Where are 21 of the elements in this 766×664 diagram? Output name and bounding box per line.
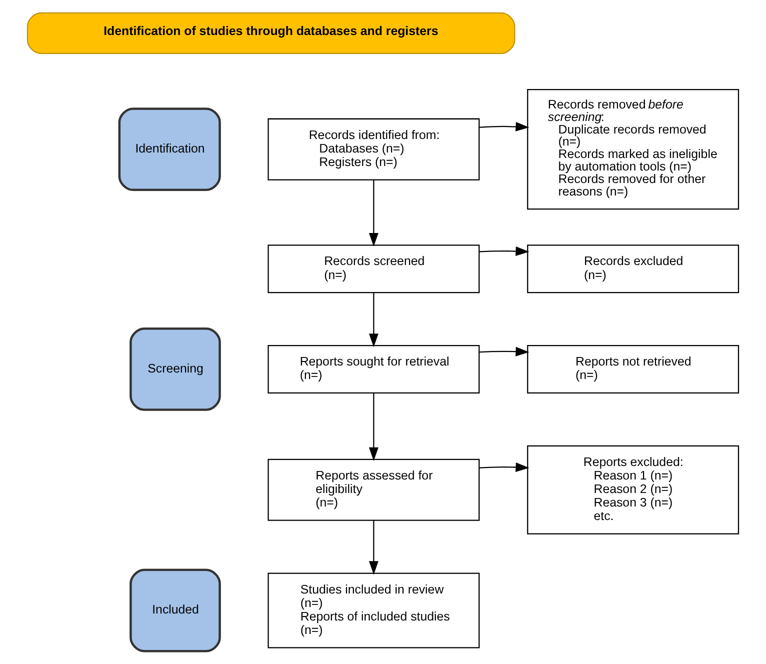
node-box: Reports sought for retrieval (n=)	[268, 344, 480, 394]
arrow	[368, 520, 378, 575]
arrow	[368, 393, 378, 461]
arrow	[480, 346, 530, 356]
node-box: Records identified from: Databases (n=) Registers (n=)	[268, 118, 480, 180]
node-box: Reports excluded: Reason 1 (n=) Reason 2 (n=) Reason 3 (n=) etc.	[527, 445, 740, 534]
node-box: Records removed before screening: Duplicate records removed (n=) Records marked as ineligible by automation tools (n=) Records removed for other reasons (n=)	[527, 89, 740, 210]
arrow	[480, 122, 530, 132]
node-box: Included	[130, 568, 221, 652]
node-box: Screening	[130, 327, 221, 411]
arrow	[480, 246, 530, 256]
node-box: Records excluded (n=)	[527, 244, 740, 294]
node-box: Identification	[118, 108, 221, 192]
node-box: Reports not retrieved (n=)	[527, 344, 740, 394]
arrow	[368, 292, 378, 348]
node-box: Reports assessed for eligibility (n=)	[268, 458, 480, 521]
arrow	[368, 180, 378, 246]
arrow	[480, 462, 530, 472]
node-box: Studies included in review (n=) Reports of included studies (n=)	[268, 572, 480, 648]
node-box: Records screened (n=)	[268, 244, 480, 294]
node-box: Identification of studies through databases and registers	[26, 12, 516, 54]
